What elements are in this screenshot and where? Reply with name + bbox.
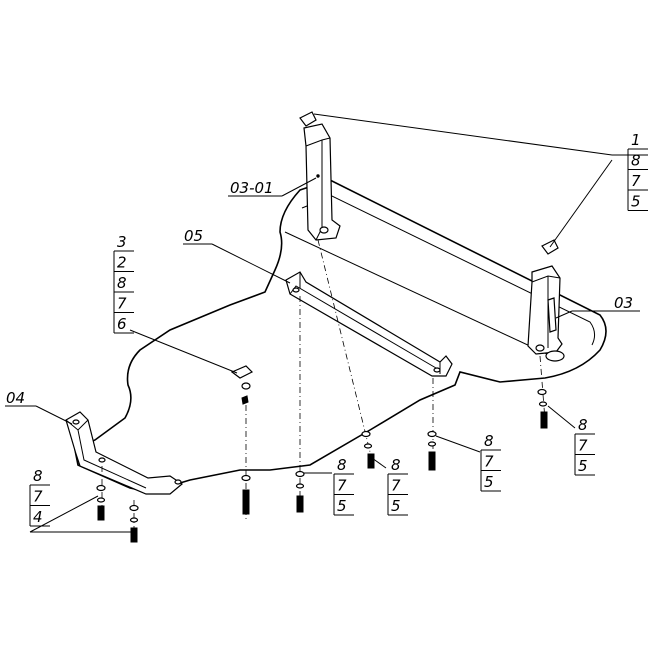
callout-number: 5 (391, 497, 401, 515)
plate-bend-line (301, 195, 596, 346)
callout-number: 3 (117, 233, 127, 251)
label-04: 04 (6, 389, 25, 407)
part-label-03: 03 (614, 294, 633, 312)
callout-number: 7 (117, 295, 127, 313)
label-03-01: 03-01 (230, 179, 274, 197)
callout-number: 4 (33, 508, 43, 526)
part-label-03-01: 03-01 (230, 179, 274, 197)
part-label-04: 04 (6, 389, 25, 407)
skid-plate-outline (74, 179, 607, 493)
clip-part (230, 365, 254, 405)
callout-number: 8 (391, 456, 401, 474)
callout-number: 7 (484, 453, 494, 471)
callout-number: 5 (337, 497, 347, 515)
callout-number: 8 (117, 274, 127, 292)
callout-number: 8 (484, 432, 494, 450)
cross-member-05 (285, 271, 453, 377)
callout-stack-center-c: 8 7 5 (480, 432, 501, 492)
part-label-05: 05 (184, 227, 203, 245)
callout-number: 7 (337, 477, 347, 495)
callout-number: 5 (631, 193, 641, 211)
callout-stack-left: 3 2 8 7 6 (113, 233, 134, 334)
callout-number: 5 (484, 473, 494, 491)
callout-number: 8 (631, 152, 641, 170)
callout-number: 5 (578, 457, 588, 475)
axis-line (317, 239, 373, 461)
plate-front-edge (284, 231, 561, 361)
callout-number: 7 (33, 488, 43, 506)
callout-stack-center-b: 8 7 5 (387, 456, 408, 516)
callout-number: 8 (578, 416, 588, 434)
fastener-set (96, 388, 548, 543)
callout-number: 2 (117, 254, 127, 272)
axis-line (539, 355, 546, 421)
callout-stack-bottom-left: 8 7 4 (29, 467, 50, 527)
bracket-03-01 (299, 111, 341, 241)
callout-number: 7 (578, 437, 588, 455)
callout-stack-right: 8 7 5 (574, 416, 595, 476)
label-05: 05 (184, 227, 203, 245)
callout-number: 1 (631, 131, 641, 149)
callout-number: 8 (337, 456, 347, 474)
bracket-04 (65, 411, 184, 495)
callout-number: 6 (117, 315, 127, 333)
callout-number: 8 (33, 467, 43, 485)
callout-number: 7 (631, 172, 641, 190)
label-03: 03 (614, 294, 633, 312)
callout-stack-center-a: 8 7 5 (333, 456, 354, 516)
bracket-03 (527, 239, 565, 362)
callout-number: 7 (391, 477, 401, 495)
